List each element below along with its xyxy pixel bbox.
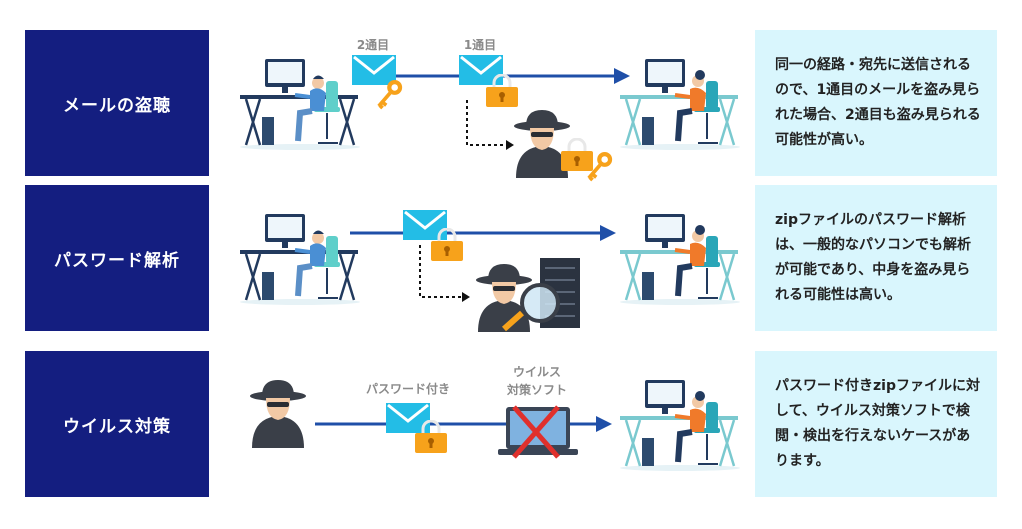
key-icon [586, 150, 614, 182]
dotted-arrow-row2 [419, 245, 470, 302]
description-password-crack: zipファイルのパスワード解析は、一般的なパソコンでも解析が可能であり、中身を盗… [755, 185, 997, 331]
receiver-computer-icon [620, 210, 740, 305]
row-label-password-crack: パスワード解析 [25, 185, 209, 331]
tag-virus: ウイルス [512, 365, 561, 379]
laptop-icon [498, 405, 578, 459]
dotted-arrow-row1 [466, 100, 514, 150]
cross-icon [512, 405, 560, 459]
tag-password-protected: パスワード付き [365, 382, 450, 396]
receiver-computer-icon [620, 55, 740, 150]
lock-icon [414, 420, 448, 454]
tag-antivirus-software: 対策ソフト [506, 383, 567, 397]
description-antivirus: パスワード付きzipファイルに対して、ウイルス対策ソフトで検閲・検出を行えないケ… [755, 351, 997, 497]
arrow-row2 [350, 225, 616, 241]
hacker-icon [248, 378, 308, 448]
lock-icon [430, 228, 464, 262]
row-label-antivirus: ウイルス対策 [25, 351, 209, 497]
sender-computer-icon [240, 55, 360, 150]
lock-icon [485, 74, 519, 108]
tag-second-mail: 2通目 [356, 38, 390, 52]
tag-first-mail: 1通目 [463, 38, 497, 52]
row-label-eavesdrop: メールの盗聴 [25, 30, 209, 176]
description-eavesdrop: 同一の経路・宛先に送信されるので、1通目のメールを盗み見られた場合、2通目も盗み… [755, 30, 997, 176]
sender-computer-icon [240, 210, 360, 305]
magnifier-icon [502, 283, 560, 332]
key-icon [376, 78, 404, 110]
receiver-computer-icon [620, 376, 740, 471]
